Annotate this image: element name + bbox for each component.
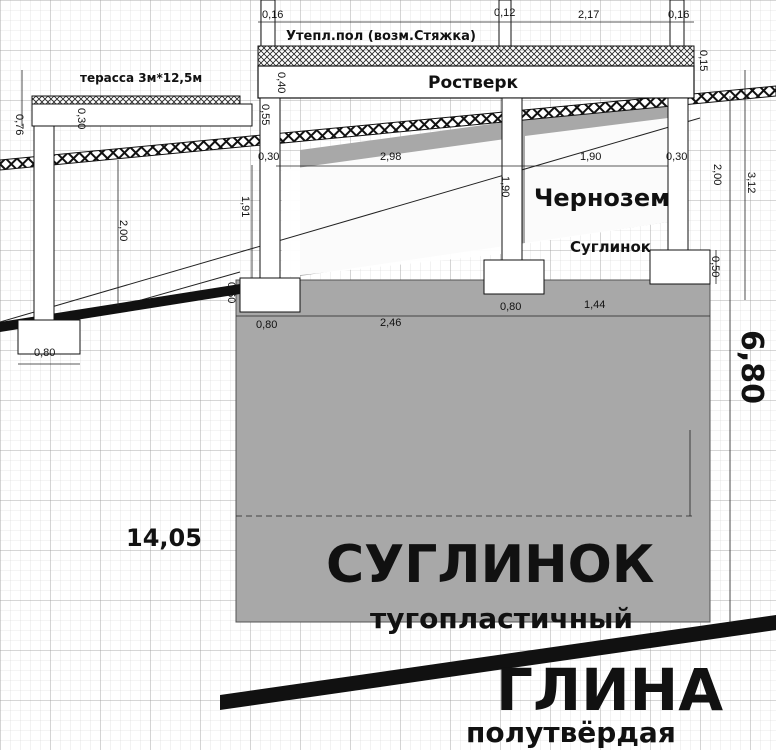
wall-right bbox=[669, 0, 685, 47]
dim-012: 0,12 bbox=[494, 7, 515, 19]
suglinok-small-label: Суглинок bbox=[570, 238, 651, 256]
dim-030b: 0,30 bbox=[258, 151, 279, 163]
wall-left bbox=[260, 0, 276, 47]
dim-080a: 0,80 bbox=[256, 319, 277, 331]
dim-080c: 0,80 bbox=[34, 347, 55, 359]
chernozem-label: Чернозем bbox=[534, 184, 670, 212]
footing-right bbox=[649, 249, 711, 285]
insulated-floor-slab bbox=[257, 45, 695, 67]
suglinok-sub-label: тугопластичный bbox=[370, 602, 633, 635]
dim-016a: 0,16 bbox=[262, 9, 283, 21]
terrace-footing bbox=[17, 319, 81, 355]
glina-boundary-line bbox=[220, 615, 776, 710]
suglinok-soil-block bbox=[235, 279, 711, 623]
dim-030c: 0,30 bbox=[666, 151, 687, 163]
terrace-pile bbox=[33, 125, 55, 321]
dim-055: 0,55 bbox=[259, 104, 271, 125]
dim-080b: 0,80 bbox=[500, 301, 521, 313]
rostverk-beam bbox=[257, 65, 695, 99]
suglinok-big-label: СУГЛИНОК bbox=[326, 535, 654, 595]
dim-190h: 1,90 bbox=[580, 151, 601, 163]
chernozem-light-zone bbox=[282, 137, 520, 277]
terrace-beam bbox=[31, 103, 253, 127]
pile-right bbox=[667, 97, 689, 251]
terrace-slab bbox=[31, 95, 241, 105]
footing-middle bbox=[483, 259, 545, 295]
glina-sub-label: полутвёрдая bbox=[466, 716, 676, 749]
dim-016b: 0,16 bbox=[668, 9, 689, 21]
dim-217: 2,17 bbox=[578, 9, 599, 21]
depth-total-label: 6,80 bbox=[734, 330, 769, 404]
dim-191: 1,91 bbox=[239, 196, 251, 217]
dim-050: 0,50 bbox=[709, 256, 721, 277]
chernozem-light-zone-2 bbox=[525, 118, 668, 244]
dim-015: 0,15 bbox=[697, 50, 709, 71]
dim-030a: 0,30 bbox=[75, 108, 87, 129]
floor-label: Утепл.пол (возм.Стяжка) bbox=[286, 29, 476, 44]
glina-big-label: ГЛИНА bbox=[496, 656, 723, 724]
dim-144: 1,44 bbox=[584, 299, 605, 311]
dim-200a: 2,00 bbox=[711, 164, 723, 185]
slope-line bbox=[0, 117, 701, 323]
dim-076: 0,76 bbox=[13, 114, 25, 135]
wall-middle bbox=[498, 0, 512, 47]
dimension-lines bbox=[18, 21, 746, 622]
dim-060: 0,60 bbox=[225, 282, 237, 303]
dim-200b: 2,00 bbox=[117, 220, 129, 241]
length-total-label: 14,05 bbox=[126, 524, 202, 552]
dim-246: 2,46 bbox=[380, 317, 401, 329]
dim-312: 3,12 bbox=[745, 172, 757, 193]
terrace-label: терасса 3м*12,5м bbox=[80, 71, 202, 85]
dim-190v: 1,90 bbox=[499, 176, 511, 197]
rostverk-label: Ростверк bbox=[428, 73, 519, 93]
dim-040: 0,40 bbox=[275, 72, 287, 93]
footing-left bbox=[239, 277, 301, 313]
dim-298: 2,98 bbox=[380, 151, 401, 163]
